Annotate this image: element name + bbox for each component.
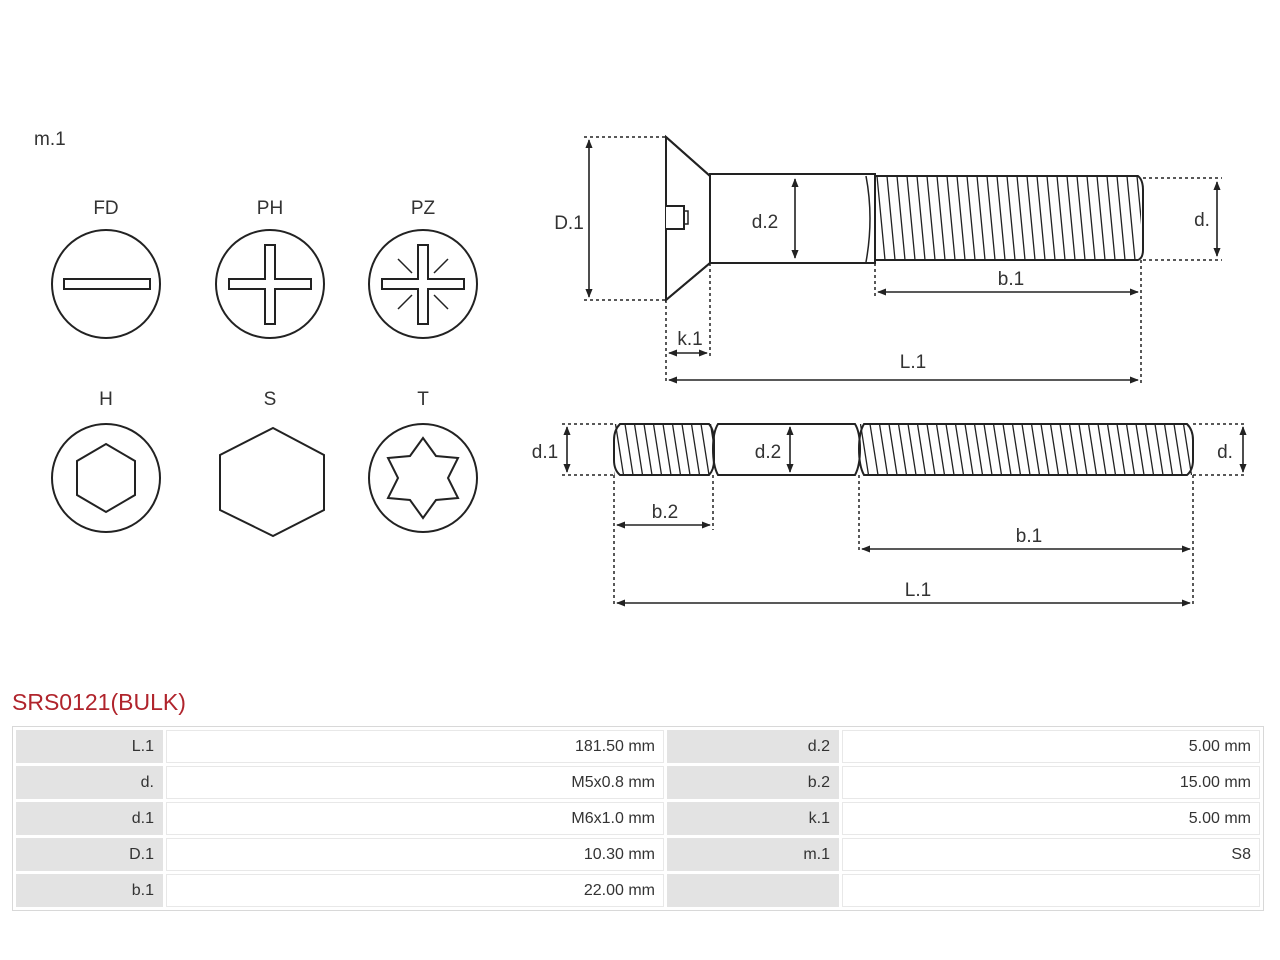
head-type-t-label: T bbox=[417, 389, 429, 410]
hex-head-icon bbox=[219, 426, 325, 538]
spec-label: d.1 bbox=[16, 802, 163, 835]
stud-drawing: d.1 d.2 d. b.2 b.1 L.1 bbox=[532, 423, 1247, 607]
stud-label-b1: b.1 bbox=[1016, 526, 1042, 547]
stud-label-d1: d.1 bbox=[532, 442, 558, 463]
screw-label-b1: b.1 bbox=[998, 269, 1024, 290]
phillips-drive-icon bbox=[215, 229, 325, 339]
spec-label: b.2 bbox=[667, 766, 839, 799]
stud-label-b2: b.2 bbox=[652, 502, 678, 523]
head-type-ph-label: PH bbox=[257, 198, 283, 219]
head-types-label: m.1 bbox=[34, 129, 66, 150]
slotted-drive-icon bbox=[51, 229, 161, 339]
stud-label-d: d. bbox=[1217, 442, 1233, 463]
table-row: D.1 10.30 mm m.1 S8 bbox=[16, 838, 1260, 871]
spec-value: S8 bbox=[842, 838, 1260, 871]
screw-label-D1: D.1 bbox=[554, 213, 584, 234]
spec-value: 5.00 mm bbox=[842, 730, 1260, 763]
spec-value bbox=[842, 874, 1260, 907]
head-type-s-label: S bbox=[264, 389, 277, 410]
table-row: b.1 22.00 mm bbox=[16, 874, 1260, 907]
spec-label bbox=[667, 874, 839, 907]
hex-socket-icon bbox=[51, 423, 161, 533]
spec-value: M6x1.0 mm bbox=[166, 802, 664, 835]
table-row: d.1 M6x1.0 mm k.1 5.00 mm bbox=[16, 802, 1260, 835]
table-row: L.1 181.50 mm d.2 5.00 mm bbox=[16, 730, 1260, 763]
pozidriv-drive-icon bbox=[368, 229, 478, 339]
head-type-ph: PH bbox=[215, 198, 325, 339]
spec-label: d. bbox=[16, 766, 163, 799]
screw-label-k1: k.1 bbox=[677, 329, 702, 350]
stud-label-L1: L.1 bbox=[905, 580, 931, 601]
technical-drawing: m.1 FD PH PZ H S T bbox=[34, 129, 1247, 607]
spec-value: 22.00 mm bbox=[166, 874, 664, 907]
table-row: d. M5x0.8 mm b.2 15.00 mm bbox=[16, 766, 1260, 799]
head-type-h-label: H bbox=[99, 389, 113, 410]
product-title: SRS0121(BULK) bbox=[12, 689, 186, 715]
spec-value: 181.50 mm bbox=[166, 730, 664, 763]
spec-value: 5.00 mm bbox=[842, 802, 1260, 835]
spec-value: 10.30 mm bbox=[166, 838, 664, 871]
head-type-h: H bbox=[51, 389, 161, 533]
torx-drive-icon bbox=[368, 423, 478, 533]
head-type-pz: PZ bbox=[368, 198, 478, 339]
spec-label: D.1 bbox=[16, 838, 163, 871]
spec-table: L.1 181.50 mm d.2 5.00 mm d. M5x0.8 mm b… bbox=[12, 726, 1264, 911]
head-type-s: S bbox=[219, 389, 325, 538]
spec-label: k.1 bbox=[667, 802, 839, 835]
head-type-fd: FD bbox=[51, 198, 161, 339]
spec-label: d.2 bbox=[667, 730, 839, 763]
head-type-t: T bbox=[368, 389, 478, 533]
screw-label-d2: d.2 bbox=[752, 212, 778, 233]
stud-label-d2: d.2 bbox=[755, 442, 781, 463]
spec-label: b.1 bbox=[16, 874, 163, 907]
spec-value: M5x0.8 mm bbox=[166, 766, 664, 799]
spec-label: L.1 bbox=[16, 730, 163, 763]
head-type-pz-label: PZ bbox=[411, 198, 436, 219]
screw-drawing: D.1 d.2 d. b.1 k.1 L.1 bbox=[554, 134, 1222, 384]
screw-label-d: d. bbox=[1194, 210, 1210, 231]
spec-label: m.1 bbox=[667, 838, 839, 871]
screw-label-L1: L.1 bbox=[900, 352, 926, 373]
head-type-fd-label: FD bbox=[93, 198, 118, 219]
spec-value: 15.00 mm bbox=[842, 766, 1260, 799]
